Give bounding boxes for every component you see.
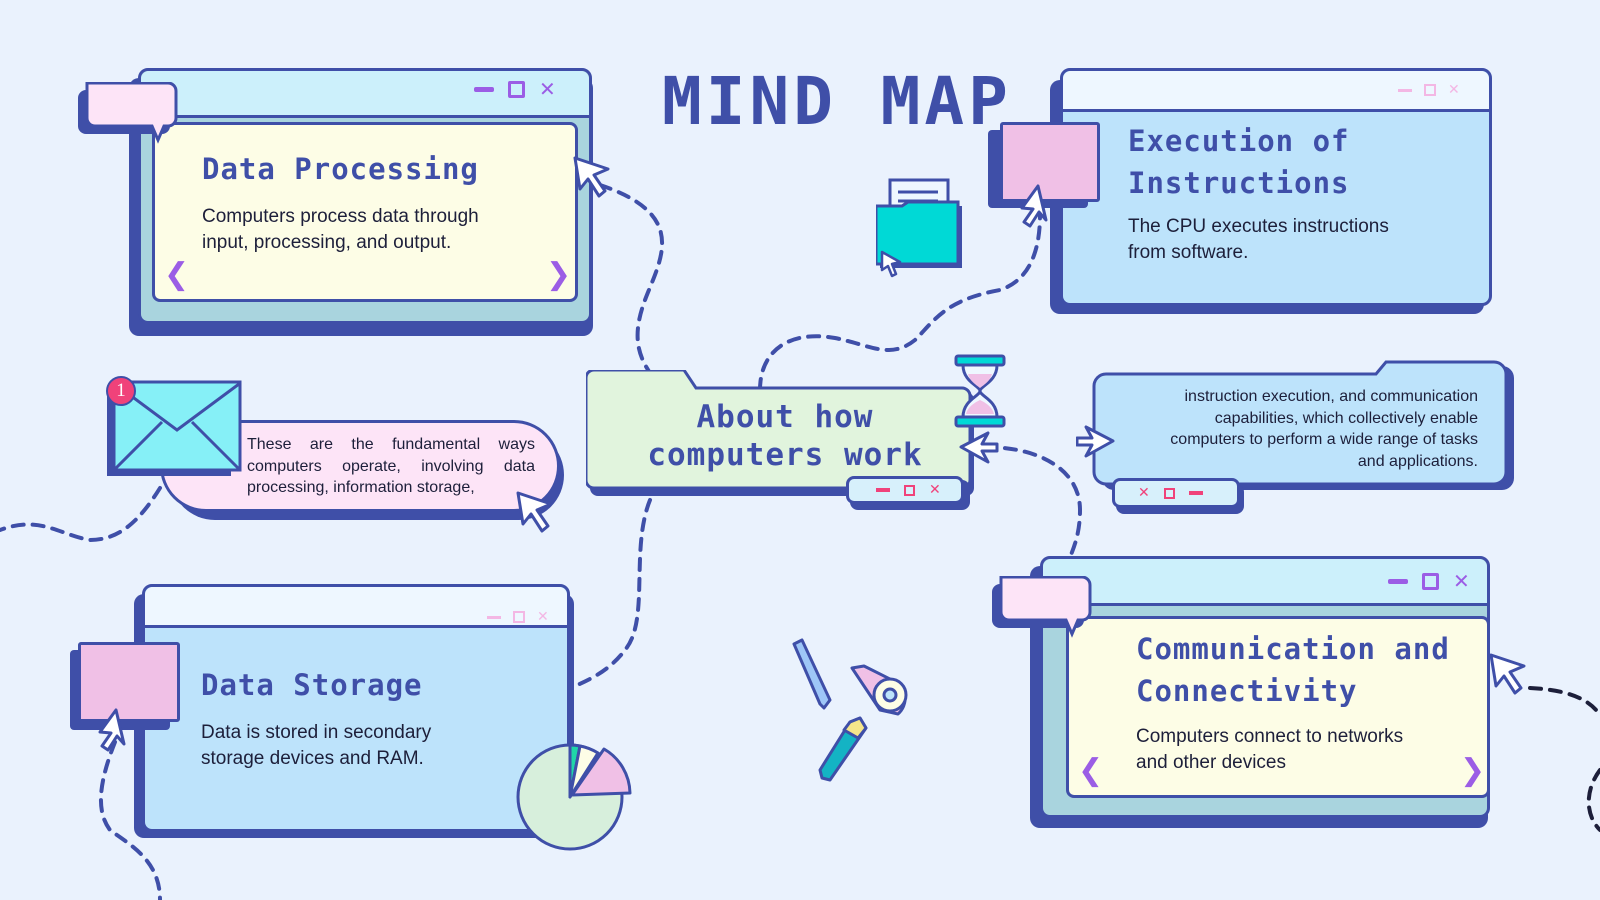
notification-badge: 1	[106, 376, 136, 406]
close-icon[interactable]: ✕	[1138, 485, 1150, 501]
window-controls: ✕	[487, 610, 549, 624]
note-box-shape	[1092, 360, 1514, 490]
close-icon[interactable]: ✕	[1448, 82, 1460, 98]
close-icon[interactable]: ✕	[539, 77, 556, 101]
chevron-left-icon[interactable]: ❮	[1078, 753, 1104, 788]
maximize-icon[interactable]	[1424, 84, 1436, 96]
tape-icon	[850, 664, 908, 716]
pie-chart-icon	[516, 743, 632, 851]
content-panel	[1066, 616, 1490, 798]
note-text: These are the fundamental ways computers…	[247, 436, 535, 496]
window-controls: ✕	[1388, 569, 1470, 593]
window-controls: ✕	[876, 483, 941, 497]
cursor-icon	[1489, 653, 1526, 695]
envelope-icon	[107, 380, 242, 476]
content-panel	[152, 122, 578, 302]
card-heading: Data Storage	[201, 668, 423, 702]
maximize-icon[interactable]	[508, 80, 525, 98]
close-icon[interactable]: ✕	[929, 482, 941, 498]
pen-icon	[818, 716, 868, 782]
card-heading: Data Processing	[202, 152, 479, 186]
page-title: MIND MAP	[662, 63, 1012, 140]
card-description: Data is stored in secondary storage devi…	[201, 722, 432, 769]
minimize-icon[interactable]	[1398, 88, 1412, 92]
minimize-icon[interactable]	[1188, 491, 1203, 495]
card-heading: Communication and Connectivity	[1136, 632, 1450, 708]
cursor-icon	[98, 708, 126, 752]
hourglass-icon	[954, 354, 1006, 428]
note-text: instruction execution, and communication…	[1170, 388, 1478, 470]
chevron-right-icon[interactable]: ❯	[546, 257, 572, 292]
cursor-icon	[1076, 425, 1115, 458]
maximize-icon[interactable]	[1422, 572, 1439, 590]
pencil-icon	[792, 638, 832, 710]
close-icon[interactable]: ✕	[1453, 569, 1470, 593]
minimize-icon[interactable]	[876, 488, 890, 492]
card-heading: Execution of Instructions	[1128, 124, 1350, 200]
chevron-right-icon[interactable]: ❯	[1460, 753, 1486, 788]
minimize-icon[interactable]	[487, 615, 501, 619]
window-controls: ✕	[1398, 83, 1460, 97]
speech-bubble-icon	[78, 82, 178, 144]
cursor-icon	[1020, 184, 1048, 228]
cursor-icon	[516, 491, 553, 533]
cursor-icon	[573, 156, 610, 198]
maximize-icon[interactable]	[1163, 487, 1175, 499]
card-description: Computers process data through input, pr…	[202, 206, 479, 253]
minimize-icon[interactable]	[474, 86, 494, 92]
folder-icon	[1000, 122, 1100, 202]
chevron-left-icon[interactable]: ❮	[164, 257, 190, 292]
maximize-icon[interactable]	[904, 484, 915, 496]
window-controls: ✕	[1138, 486, 1203, 500]
cursor-icon	[959, 431, 999, 464]
center-title: About how computers work	[647, 399, 923, 473]
speech-bubble-icon	[992, 576, 1092, 638]
card-description: Computers connect to networks and other …	[1136, 726, 1404, 773]
center-folder-shape	[586, 370, 974, 496]
card-description: The CPU executes instructions from softw…	[1128, 216, 1389, 263]
folder-icon	[78, 642, 180, 722]
folder-icon	[876, 178, 962, 278]
maximize-icon[interactable]	[513, 611, 525, 623]
window-controls: ✕	[474, 77, 556, 101]
minimize-icon[interactable]	[1388, 578, 1408, 584]
close-icon[interactable]: ✕	[537, 609, 549, 625]
